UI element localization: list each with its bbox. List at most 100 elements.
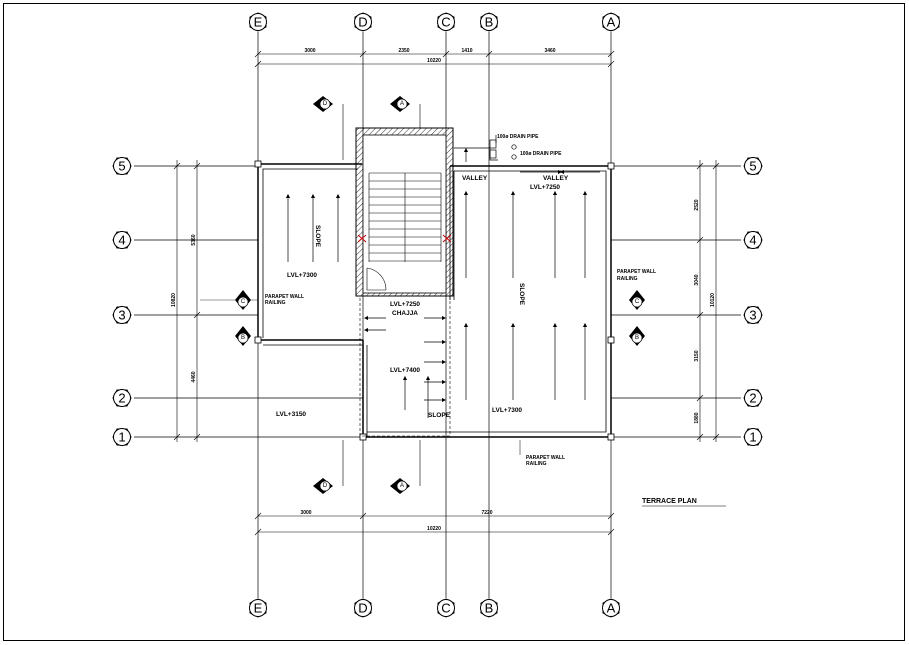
railing-label-left: RAILING	[265, 300, 286, 306]
dim-bottom-right: 7220	[481, 510, 492, 516]
dim-right-total: 10120	[710, 293, 716, 307]
sheet-border	[3, 3, 905, 641]
dim-top-c-b: 1410	[461, 48, 472, 54]
svg-text:A: A	[607, 15, 616, 30]
grid-bubble-top-a: A	[602, 12, 620, 32]
grid-bubble-left-4: 4	[112, 231, 132, 249]
svg-text:5: 5	[118, 159, 125, 174]
column-bubbles-top: E D C B A	[249, 12, 620, 32]
valley-label-right: VALLEY	[543, 175, 569, 182]
section-marker-left-c: C	[200, 290, 258, 310]
dimension-lines-top	[254, 50, 615, 68]
slope-arrows	[285, 147, 600, 418]
dim-right-mid: 3040	[694, 274, 700, 285]
dim-bottom-total: 10220	[427, 526, 441, 532]
grid-bubble-right-1: 1	[743, 428, 763, 446]
dimension-lines-bottom	[254, 512, 615, 536]
svg-text:4: 4	[749, 233, 756, 248]
svg-text:C: C	[441, 15, 450, 30]
grid-bubble-left-3: 3	[112, 306, 132, 324]
section-marker-bottom-a: A	[390, 440, 421, 494]
grid-bubble-bottom-d: D	[354, 598, 372, 618]
grid-bubble-top-e: E	[249, 12, 267, 32]
dim-right-bot: 1880	[694, 412, 700, 423]
dim-right-low: 3150	[694, 350, 700, 361]
grid-bubble-left-1: 1	[112, 428, 132, 446]
level-stair: LVL+7250	[390, 301, 420, 308]
svg-text:D: D	[323, 483, 328, 489]
grid-bubble-bottom-e: E	[249, 598, 267, 618]
grid-bubble-right-5: 5	[743, 157, 763, 175]
level-right-bottom: LVL+7300	[492, 407, 522, 414]
slope-label-bottom: SLOPE	[428, 412, 451, 419]
grid-bubble-bottom-a: A	[602, 598, 620, 618]
grid-bubble-bottom-b: B	[480, 598, 498, 618]
staircase-block	[355, 127, 454, 297]
drain-pipe-label-1: 100ø DRAIN PIPE	[497, 134, 539, 140]
drain-pipe-label-2: 100ø DRAIN PIPE	[520, 151, 562, 157]
slope-label-left: SLOPE	[314, 225, 321, 248]
dimension-lines-left	[173, 160, 201, 442]
svg-text:C: C	[441, 601, 450, 616]
section-marker-top-a: A	[390, 96, 421, 128]
svg-text:C: C	[635, 299, 640, 305]
dim-top-d-c: 2350	[398, 48, 409, 54]
parapet-label-bottom: PARAPET WALL	[526, 455, 565, 461]
svg-text:5: 5	[749, 159, 756, 174]
svg-text:D: D	[323, 101, 328, 107]
svg-text:D: D	[358, 15, 367, 30]
level-left-room: LVL+7300	[287, 272, 317, 279]
svg-text:B: B	[635, 335, 639, 341]
svg-text:1: 1	[118, 430, 125, 445]
svg-text:2: 2	[749, 391, 756, 406]
valley-label-left: VALLEY	[462, 175, 488, 182]
svg-text:A: A	[400, 483, 404, 489]
dim-top-total: 10220	[427, 58, 441, 64]
railing-label-bottom: RAILING	[526, 461, 547, 467]
svg-text:B: B	[241, 335, 245, 341]
chajja-outline	[359, 295, 451, 437]
row-bubbles-left: 5 4 3 2 1	[112, 157, 132, 446]
section-marker-right-c: C	[629, 290, 645, 310]
column-bubbles-bottom: E D C B A	[249, 598, 620, 618]
grid-bubble-left-5: 5	[112, 157, 132, 175]
svg-text:B: B	[485, 601, 494, 616]
svg-text:B: B	[485, 15, 494, 30]
section-marker-top-d: D	[313, 96, 344, 160]
parapet-label-left: PARAPET WALL	[265, 294, 304, 300]
svg-text:E: E	[254, 601, 263, 616]
dim-top-b-a: 3460	[544, 48, 555, 54]
svg-text:3: 3	[749, 308, 756, 323]
grid-bubble-top-b: B	[480, 12, 498, 32]
svg-text:A: A	[607, 601, 616, 616]
section-marker-bottom-d: D	[313, 440, 344, 494]
grid-bubble-bottom-c: C	[437, 598, 455, 618]
dim-left-upper: 5360	[191, 234, 197, 245]
parapet-label-right: PARAPET WALL	[617, 269, 656, 275]
svg-text:4: 4	[118, 233, 125, 248]
dimension-lines-right	[696, 160, 720, 442]
dim-left-lower: 4460	[191, 371, 197, 382]
chajja-label: CHAJJA	[392, 310, 418, 317]
grid-bubble-right-2: 2	[743, 389, 763, 407]
section-marker-right-b: B	[629, 326, 645, 346]
svg-text:A: A	[400, 101, 404, 107]
dim-right-top: 2520	[694, 199, 700, 210]
row-grid-lines	[134, 165, 741, 438]
section-marker-left-b: B	[235, 326, 251, 346]
svg-text:1: 1	[749, 430, 756, 445]
level-valley: LVL+7250	[530, 184, 560, 191]
grid-bubble-top-c: C	[437, 12, 455, 32]
dim-bottom-left: 3000	[300, 510, 311, 516]
svg-text:E: E	[254, 15, 263, 30]
dim-top-e-d: 3000	[304, 48, 315, 54]
level-center: LVL+7400	[390, 367, 420, 374]
svg-text:D: D	[358, 601, 367, 616]
row-bubbles-right: 5 4 3 2 1	[743, 157, 763, 446]
grid-bubble-right-3: 3	[743, 306, 763, 324]
grid-bubble-left-2: 2	[112, 389, 132, 407]
corner-posts	[254, 160, 615, 441]
railing-label-right: RAILING	[617, 276, 638, 282]
plan-title: TERRACE PLAN	[642, 498, 697, 505]
